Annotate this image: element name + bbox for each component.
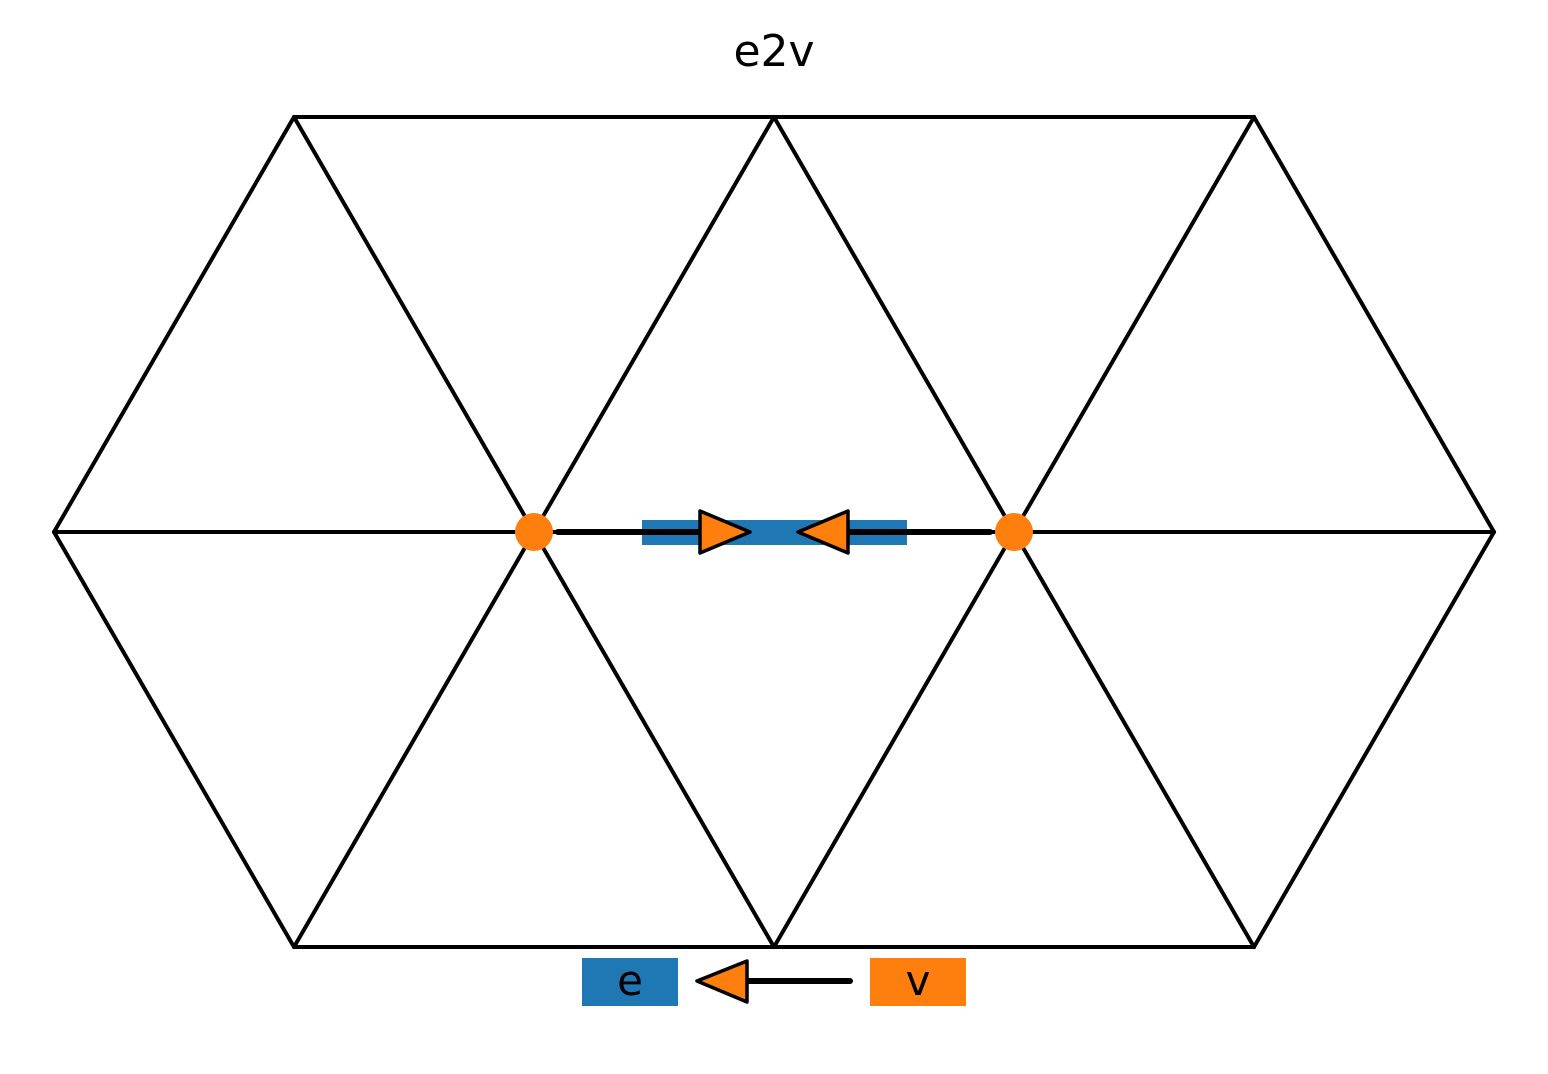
- legend-target-label: v: [906, 956, 931, 1005]
- legend-arrow-head-icon: [695, 959, 749, 1004]
- legend-source-box: [582, 958, 678, 1006]
- arrow-head-icon: [698, 509, 752, 555]
- arrow-left-vertex-to-edge: [555, 509, 752, 555]
- mesh-edge-diagonal: [1252, 115, 1496, 534]
- mesh-edge-diagonal: [52, 530, 296, 949]
- mesh-edge-diagonal: [1252, 530, 1496, 949]
- arrow-head-icon: [796, 509, 850, 555]
- highlighted-vertex-left: [515, 513, 553, 551]
- legend-target-box: [870, 958, 966, 1006]
- legend-source-label: e: [617, 956, 643, 1005]
- mesh-edge-diagonal: [52, 115, 296, 534]
- highlighted-vertex-right: [995, 513, 1033, 551]
- arrow-right-vertex-to-edge: [796, 509, 993, 555]
- legend: e v: [582, 956, 966, 1006]
- diagram-title: e2v: [733, 26, 814, 77]
